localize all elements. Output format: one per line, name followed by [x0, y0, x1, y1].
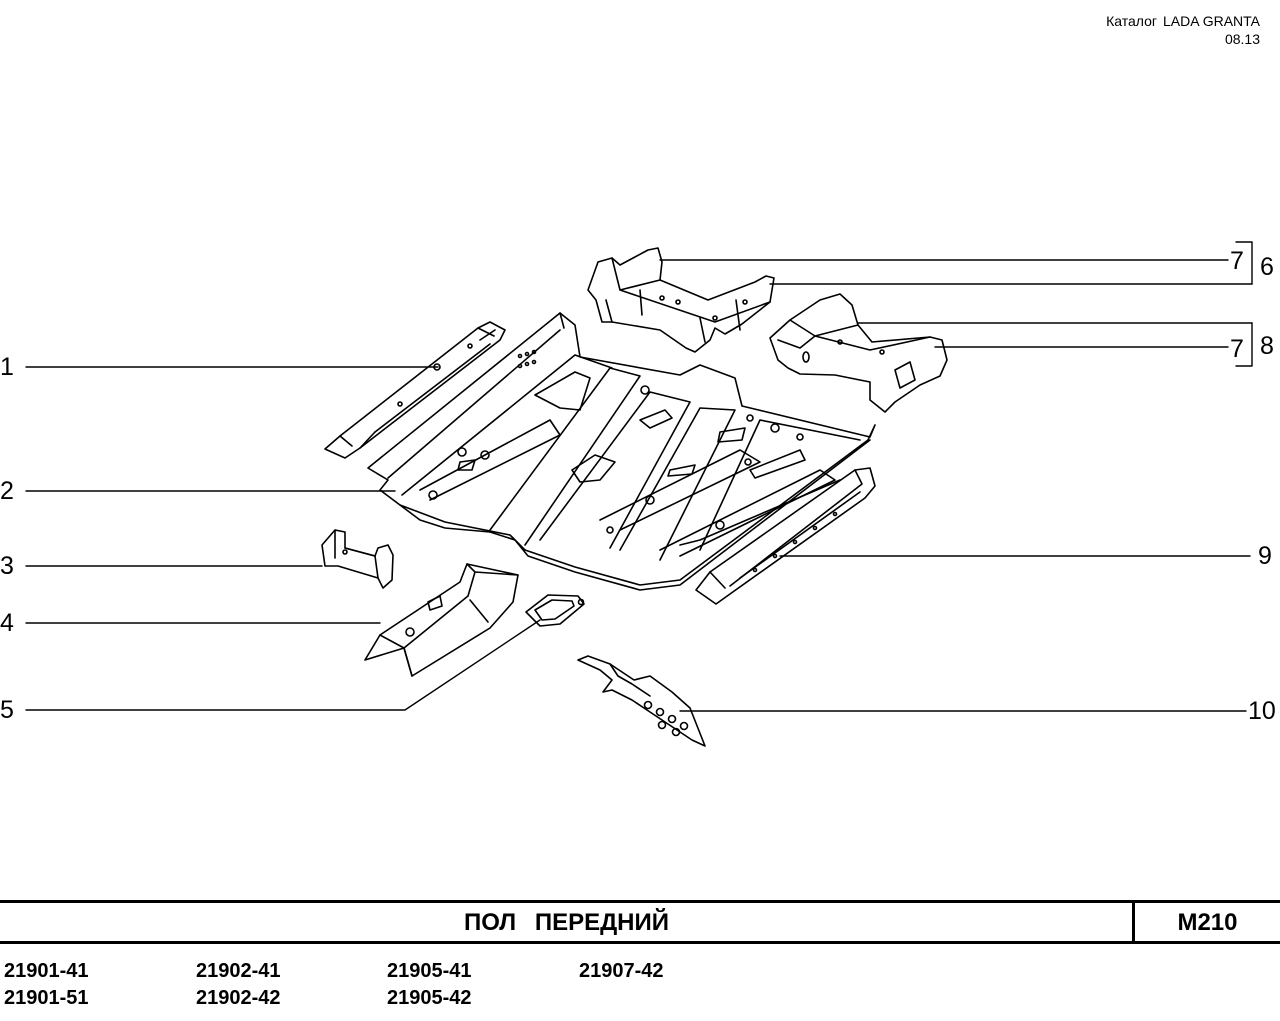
callout-10: 10	[1248, 697, 1276, 725]
catalog-name: LADA GRANTA	[1163, 13, 1260, 29]
part-5-cover-plate	[525, 594, 585, 627]
model-code: 21905-42	[387, 987, 472, 1009]
catalog-date: 08.13	[1224, 31, 1260, 47]
model-code: 21905-41	[387, 960, 472, 982]
section-code: M210	[1177, 909, 1238, 936]
callout-3: 3	[0, 552, 14, 580]
model-code: 21902-41	[196, 960, 281, 982]
model-code: 21901-41	[4, 960, 89, 982]
part-2-floor-panel	[367, 312, 876, 591]
title-divider	[1132, 903, 1135, 941]
part-9-sill-reinforcement	[695, 467, 876, 605]
callout-5: 5	[0, 696, 14, 724]
callout-7-front: 7	[1230, 247, 1244, 275]
catalog-label: Каталог	[1106, 13, 1157, 29]
catalog-title: Каталог LADA GRANTA	[1106, 12, 1260, 30]
callout-4: 4	[0, 609, 14, 637]
callout-2: 2	[0, 477, 14, 505]
part-8-rear-cross-member	[769, 293, 948, 413]
callout-7-rear: 7	[1230, 335, 1244, 363]
part-4-tunnel-reinforcement	[364, 563, 519, 677]
part-3-bracket	[321, 529, 394, 589]
part-1-sill-reinforcement	[324, 321, 506, 459]
catalog-header: Каталог LADA GRANTA 08.13	[1106, 12, 1260, 48]
part-6-front-cross-member	[587, 247, 775, 353]
callout-9: 9	[1258, 542, 1272, 570]
part-10-reinforcement	[577, 655, 706, 747]
title-bar: ПОЛ ПЕРЕДНИЙ M210	[0, 900, 1280, 944]
callout-1: 1	[0, 353, 14, 381]
model-code: 21901-51	[4, 987, 89, 1009]
model-code: 21902-42	[196, 987, 281, 1009]
floor-parts-diagram	[25, 241, 1253, 747]
leader-lines	[25, 241, 1253, 712]
model-code: 21907-42	[579, 960, 664, 982]
callout-8: 8	[1260, 332, 1274, 360]
section-title: ПОЛ ПЕРЕДНИЙ	[463, 909, 670, 936]
callout-6: 6	[1260, 253, 1274, 281]
